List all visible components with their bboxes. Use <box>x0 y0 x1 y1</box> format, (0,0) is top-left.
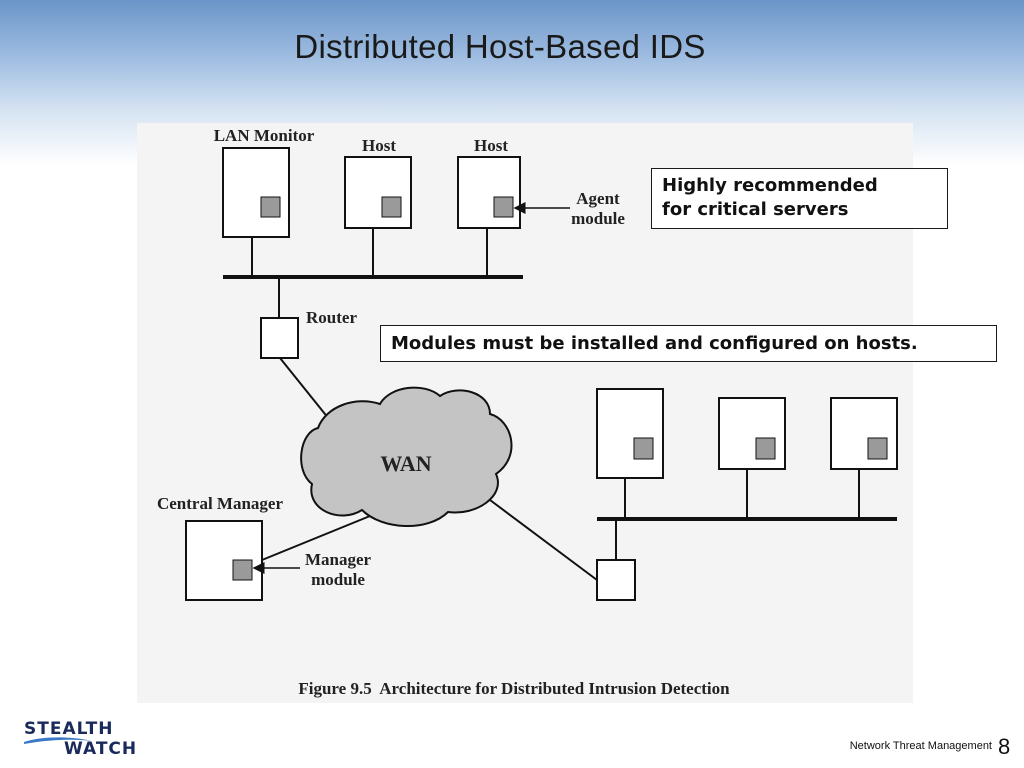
central-manager-label: Central Manager <box>157 494 284 513</box>
agent-module-host-4 <box>755 437 776 460</box>
stealthwatch-logo: STEALTH WATCH <box>24 719 137 759</box>
manager-module-label-line2: module <box>311 570 365 589</box>
router-box-2 <box>596 559 636 601</box>
page-number: 8 <box>998 734 1011 759</box>
lan-monitor-label: LAN Monitor <box>214 126 315 145</box>
host-box-3 <box>596 388 664 479</box>
router-label: Router <box>306 308 357 327</box>
critical-callout-line2: for critical servers <box>662 199 849 220</box>
slide-title: Distributed Host-Based IDS <box>294 28 706 65</box>
lan-monitor-box <box>222 147 290 238</box>
host-2-label: Host <box>474 136 508 155</box>
critical-servers-callout: Highly recommended for critical servers <box>651 168 948 229</box>
logo-line1: STEALTH <box>24 719 113 739</box>
manager-module <box>232 559 253 581</box>
wan-label: WAN <box>380 451 431 476</box>
footer-text: Network Threat Management <box>849 740 992 752</box>
wan-to-central-manager <box>261 515 371 561</box>
agent-module-host-5 <box>867 437 888 460</box>
wan-cloud <box>300 386 513 528</box>
agent-module-label-line1: Agent <box>576 189 620 208</box>
router-to-wan <box>279 357 334 425</box>
figure-caption: Figure 9.5 Architecture for Distributed … <box>298 679 730 698</box>
router-box <box>260 317 299 359</box>
agent-module-host-1 <box>381 196 402 218</box>
modules-installed-callout: Modules must be installed and configured… <box>380 325 997 362</box>
agent-module-lan-monitor <box>260 196 281 218</box>
wan-to-router-2 <box>489 499 598 581</box>
logo-swoosh-icon <box>24 737 92 744</box>
agent-module-host-2 <box>493 196 514 218</box>
bottom-lan <box>489 388 898 601</box>
agent-module-host-3 <box>633 437 654 460</box>
critical-callout-line1: Highly recommended <box>662 175 878 196</box>
top-lan <box>222 147 570 318</box>
host-1-label: Host <box>362 136 396 155</box>
manager-module-label-line1: Manager <box>305 550 372 569</box>
logo-line2: WATCH <box>64 739 137 759</box>
agent-module-label-line2: module <box>571 209 625 228</box>
